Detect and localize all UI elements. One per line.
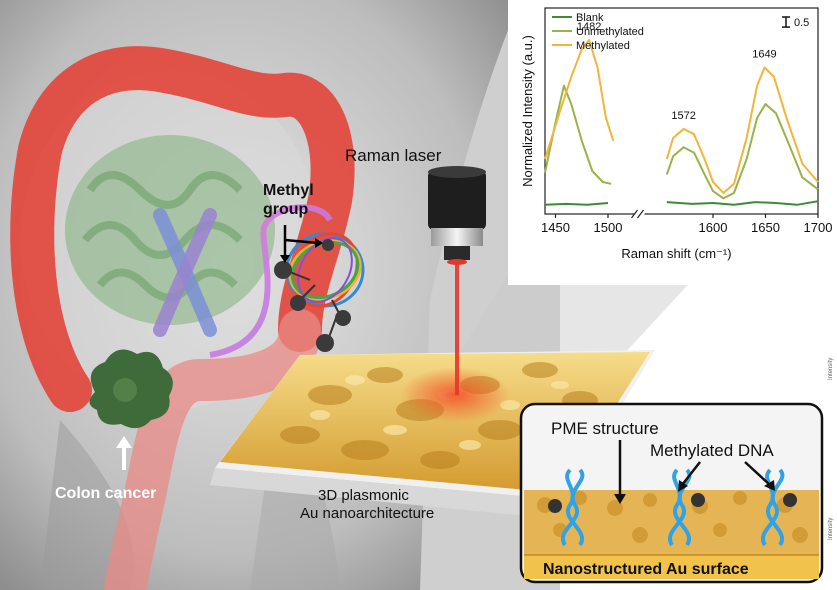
raman-laser-device <box>428 166 486 265</box>
dna-helix-3 <box>761 468 785 547</box>
raman-laser-label: Raman laser <box>345 146 442 165</box>
series-line-unmethylated <box>544 84 612 185</box>
methyl-sphere <box>691 493 705 507</box>
methyl-group-molecules <box>274 225 351 352</box>
tumor-illustration <box>89 349 173 429</box>
methyl-group-label-line2: group <box>263 201 309 218</box>
x-tick-label: 1600 <box>699 220 728 235</box>
methyl-sphere <box>783 493 797 507</box>
colon-cancer-label: Colon cancer <box>55 485 156 502</box>
side-intensity-label-bottom: Intensity <box>828 518 834 540</box>
x-tick-label: 1650 <box>751 220 780 235</box>
peak-label: 1572 <box>671 110 695 122</box>
scale-bar-label: 0.5 <box>794 17 809 29</box>
peak-label: 1482 <box>577 21 601 33</box>
series-line-blank <box>544 202 609 206</box>
peak-label: 1649 <box>752 49 776 61</box>
legend-label-methylated: Methylated <box>576 40 630 52</box>
pme-structure-label: PME structure <box>551 419 659 438</box>
series-line-methylated <box>665 66 819 194</box>
axis-break-gap <box>634 210 645 218</box>
plasmonic-label-line1: 3D plasmonic <box>318 487 409 504</box>
colon-cancer-arrow <box>116 436 132 470</box>
legend-label-unmethylated: Unmethylated <box>576 26 644 38</box>
series-line-blank <box>666 200 819 206</box>
methyl-sphere <box>548 499 562 513</box>
dna-helix-2 <box>668 468 692 547</box>
x-tick-label: 1450 <box>541 220 570 235</box>
x-tick-label: 1700 <box>804 220 833 235</box>
axis-break-mark <box>631 209 638 219</box>
pme-inset <box>519 402 824 584</box>
zoom-arc <box>209 204 333 358</box>
chart-frame <box>544 7 819 215</box>
axis-break-mark <box>637 209 644 219</box>
surface-label: Nanostructured Au surface <box>543 561 749 578</box>
methylated-dna-label: Methylated DNA <box>650 441 774 460</box>
series-line-unmethylated <box>665 103 819 200</box>
plasmonic-label-line2: Au nanoarchitecture <box>300 505 434 522</box>
methyl-group-label-line1: Methyl <box>263 182 314 199</box>
dna-helix-1 <box>561 468 585 547</box>
side-intensity-label-top: Intensity <box>828 358 834 380</box>
legend-label-blank: Blank <box>576 12 604 24</box>
x-tick-label: 1500 <box>594 220 623 235</box>
x-axis-label: Raman shift (cm⁻¹) <box>621 246 731 261</box>
y-axis-label: Normalized Intensity (a.u.) <box>520 35 535 187</box>
series-line-methylated <box>544 39 615 160</box>
chromosome-illustration <box>153 208 217 337</box>
